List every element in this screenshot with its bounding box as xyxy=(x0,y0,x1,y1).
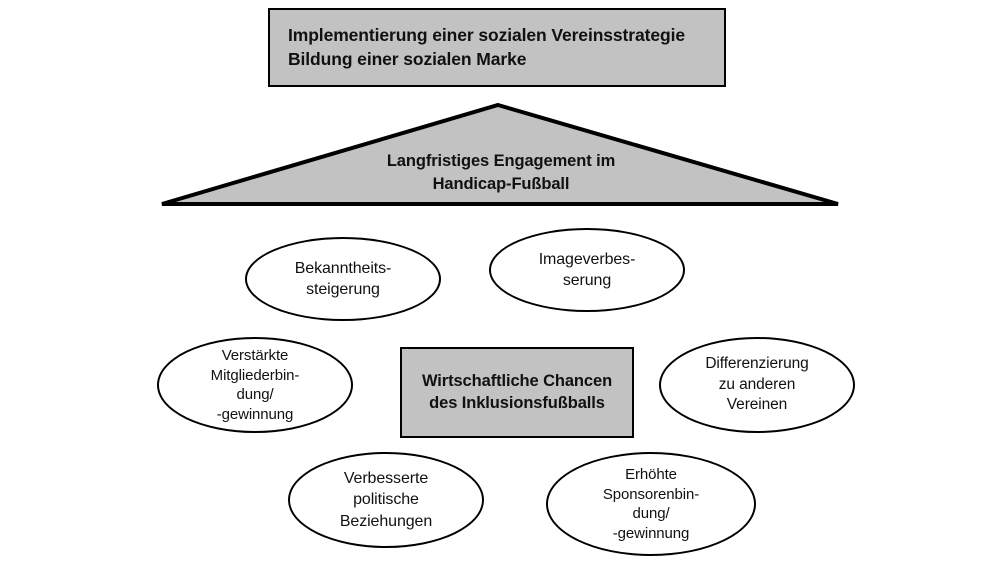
center-economic-chances-label: Wirtschaftliche Chancen des Inklusionsfu… xyxy=(421,371,613,412)
oval-differenzierung: Differenzierung zu anderen Vereinen xyxy=(659,337,855,433)
oval-bekanntheitssteigerung: Bekanntheits- steigerung xyxy=(245,237,441,321)
triangle-icon xyxy=(161,102,839,206)
oval-politische-beziehungen: Verbesserte politische Beziehungen xyxy=(288,452,484,548)
top-strategy-box-label: Implementierung einer sozialen Vereinsst… xyxy=(288,25,685,69)
oval-mitgliederbindung-label: Verstärkte Mitgliederbin- dung/ -gewinnu… xyxy=(210,347,300,423)
triangle-engagement-label: Langfristiges Engagement im Handicap-Fuß… xyxy=(386,152,616,193)
oval-imageverbesserung: Imageverbes- serung xyxy=(489,228,685,312)
oval-politische-beziehungen-label: Verbesserte politische Beziehungen xyxy=(339,469,433,530)
oval-differenzierung-label: Differenzierung zu anderen Vereinen xyxy=(705,354,809,414)
oval-bekanntheitssteigerung-label: Bekanntheits- steigerung xyxy=(294,259,392,298)
oval-imageverbesserung-label: Imageverbes- serung xyxy=(538,250,636,289)
triangle-engagement-shape: Langfristiges Engagement im Handicap-Fuß… xyxy=(155,98,847,214)
oval-sponsorenbindung-label: Erhöhte Sponsorenbin- dung/ -gewinnung xyxy=(602,466,700,542)
top-strategy-box: Implementierung einer sozialen Vereinsst… xyxy=(268,8,726,87)
oval-mitgliederbindung: Verstärkte Mitgliederbin- dung/ -gewinnu… xyxy=(157,337,353,433)
oval-sponsorenbindung: Erhöhte Sponsorenbin- dung/ -gewinnung xyxy=(546,452,756,556)
center-economic-chances-box: Wirtschaftliche Chancen des Inklusionsfu… xyxy=(400,347,634,438)
